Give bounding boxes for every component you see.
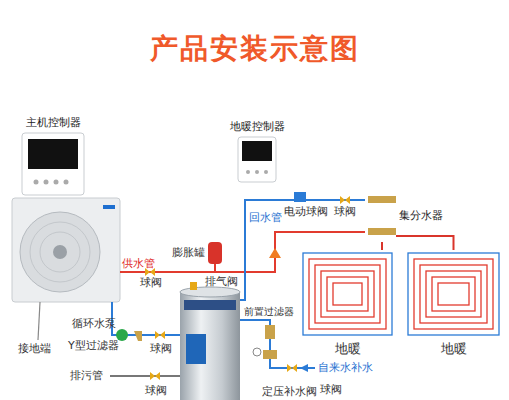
part-label: 接地端 (18, 343, 51, 356)
fan-hub (53, 245, 67, 259)
ball-valve (150, 372, 160, 380)
diagram-title: 产品安装示意图 (0, 30, 509, 68)
node-label: 集分水器 (399, 210, 443, 223)
water-tank (180, 292, 240, 400)
loop-pipe (315, 265, 380, 323)
drain-pipe (110, 375, 180, 377)
fan-grill (20, 212, 100, 292)
controller-button (246, 170, 250, 174)
part-label: 自来水补水 (318, 362, 373, 375)
controller-box: 地暖控制器 (238, 137, 276, 182)
manifold-bar (368, 196, 396, 203)
loop-pipe (414, 259, 493, 329)
part-label: 膨胀罐 (172, 247, 205, 260)
brand-strip (103, 205, 115, 209)
flow-arrow (269, 248, 281, 258)
makeup-pipe (240, 320, 315, 368)
controller-button (44, 180, 49, 185)
part-label: Y型过滤器 (68, 340, 119, 353)
manifold-box: 集分水器 (368, 192, 396, 242)
node-label: 地暖 (335, 342, 361, 357)
loop-pipe (426, 271, 481, 317)
controller-button (34, 180, 39, 185)
controller-button (54, 180, 59, 185)
flow-arrow (300, 364, 308, 372)
pre-filter (265, 325, 275, 339)
fan-ring (40, 232, 80, 272)
loop-pipe (333, 283, 362, 305)
loop-pipe (303, 253, 392, 335)
part-label: 排污管 (70, 370, 103, 383)
loop-pipe (432, 277, 475, 311)
part-label: 电动球阀 (284, 206, 328, 219)
part-label: 球阀 (320, 384, 342, 397)
part-label: 球阀 (145, 385, 167, 398)
ball-valve (155, 331, 165, 339)
tank-sticker (186, 334, 206, 364)
pipe-connector (396, 236, 454, 250)
controller-screen (28, 139, 78, 169)
part-label: 球阀 (140, 277, 162, 290)
node-label: 地暖控制器 (230, 121, 285, 134)
node-label: 地暖 (441, 342, 467, 357)
motorized-valve (294, 192, 306, 202)
manifold-bar (368, 228, 396, 235)
supply-pipe (120, 232, 365, 272)
part-label: 回水管 (249, 212, 282, 225)
fan-ring (30, 222, 90, 282)
floor-heating-loop: 地暖 (300, 250, 395, 338)
loop-pipe (408, 253, 499, 335)
tank-band (184, 300, 236, 310)
loop-pipe (438, 283, 469, 305)
part-label: 球阀 (150, 343, 172, 356)
loop-pipe (420, 265, 487, 323)
ball-valve (287, 364, 297, 372)
controller-screen (242, 141, 272, 161)
pipe-connector (381, 242, 383, 250)
air-vent (190, 282, 197, 290)
ball-valve (340, 196, 350, 204)
ground-wire (38, 302, 40, 340)
part-label: 前置过滤器 (244, 306, 294, 318)
part-label: 供水管 (122, 258, 155, 271)
pressure-valve (263, 350, 277, 359)
controller-body (22, 133, 84, 195)
part-label: 排气阀 (205, 276, 238, 289)
pressure-gauge (253, 348, 261, 356)
loop-pipe (327, 277, 368, 311)
controller-button (64, 180, 69, 185)
floor-heating-loop: 地暖 (405, 250, 502, 338)
loop-pipe (321, 271, 374, 317)
outdoor-unit (12, 198, 120, 302)
controller-button (264, 170, 268, 174)
y-filter (134, 331, 142, 341)
loop-pipe (309, 259, 386, 329)
tank-top (180, 287, 240, 297)
node-label: 主机控制器 (26, 117, 81, 130)
part-label: 循环水泵 (72, 318, 116, 331)
part-label: 球阀 (334, 206, 356, 219)
expansion-tank (208, 242, 222, 264)
part-label: 定压补水阀 (262, 386, 317, 399)
controller-box: 主机控制器 (22, 133, 84, 195)
controller-button (255, 170, 259, 174)
controller-body (238, 137, 276, 182)
